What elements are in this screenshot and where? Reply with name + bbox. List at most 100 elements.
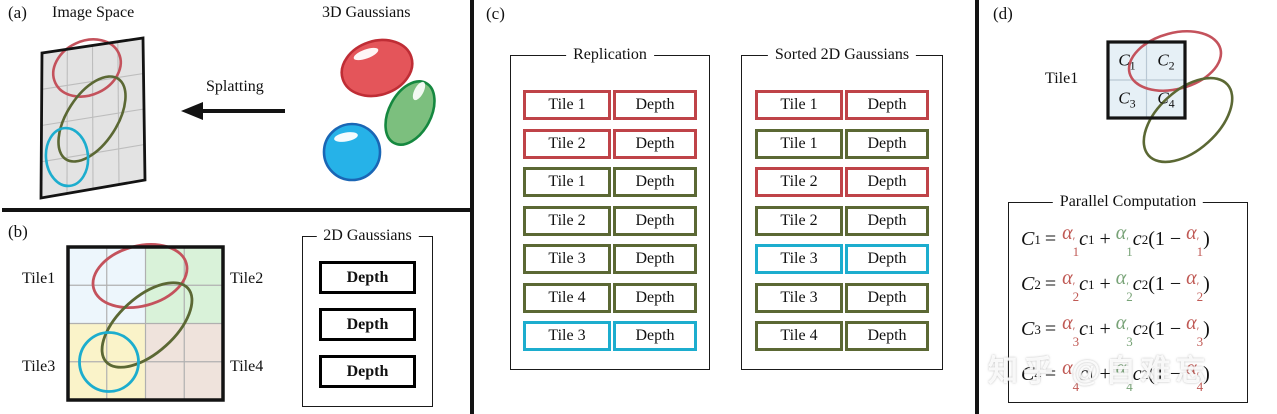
tile1-pixel-grid bbox=[1108, 42, 1185, 118]
divider-vertical-2 bbox=[975, 0, 979, 414]
splatting-arrow-label: Splatting bbox=[206, 78, 264, 95]
replication-rows: Tile 1 Depth Tile 2 Depth Tile 1 Depth T… bbox=[511, 56, 709, 351]
zhihu-watermark: 知乎 @自难忘 bbox=[988, 355, 1211, 388]
tile-grid-border bbox=[66, 245, 225, 402]
splatted-green-gaussian-ellipse bbox=[57, 75, 127, 163]
gaussian-blob-red bbox=[340, 38, 414, 98]
panel-b-graphics bbox=[66, 243, 225, 402]
pixel-c3-label: C3 bbox=[1118, 88, 1136, 111]
tile4-label: Tile4 bbox=[230, 358, 264, 375]
depth-cell: Depth bbox=[845, 244, 929, 274]
panel-d-label: (d) bbox=[993, 4, 1013, 23]
sorted-rows: Tile 1 Depth Tile 1 Depth Tile 2 Depth T… bbox=[742, 56, 942, 351]
tile-cell: Tile 1 bbox=[523, 167, 611, 197]
green-gaussian-overlap-ellipse bbox=[1142, 76, 1234, 164]
tile-cell: Tile 2 bbox=[755, 205, 843, 236]
panel-a: (a) Image Space 3D Gaussians Splatting bbox=[0, 0, 470, 210]
tile-cell: Tile 2 bbox=[523, 128, 611, 159]
sorted-row-7: Tile 4 Depth bbox=[755, 321, 929, 351]
tile-cell: Tile 3 bbox=[755, 282, 843, 313]
depth-cell: Depth bbox=[845, 90, 929, 120]
tile1-block-border bbox=[1106, 40, 1187, 120]
panel-c-label: (c) bbox=[486, 4, 505, 23]
depth-cell: Depth bbox=[845, 205, 929, 236]
replication-row-6: Tile 4 Depth bbox=[523, 282, 697, 313]
tile-cell: Tile 2 bbox=[523, 205, 611, 236]
depth-cell: Depth bbox=[845, 167, 929, 197]
panel-d-graphics bbox=[1106, 30, 1234, 164]
tile-cell: Tile 3 bbox=[523, 244, 611, 274]
panel-c: (c) Replication Tile 1 Depth Tile 2 Dept… bbox=[474, 0, 975, 414]
sorted-row-4: Tile 2 Depth bbox=[755, 205, 929, 236]
splatted-blue-gaussian-ellipse bbox=[44, 126, 90, 188]
depth-cell: Depth bbox=[613, 128, 697, 159]
tile-cell: Tile 1 bbox=[755, 90, 843, 120]
replication-row-1: Tile 1 Depth bbox=[523, 90, 697, 120]
pixel-c2-label: C2 bbox=[1157, 50, 1175, 73]
replication-box: Replication Tile 1 Depth Tile 2 Depth Ti… bbox=[510, 46, 710, 370]
legend-2d-gaussians: 2D Gaussians Depth Depth Depth bbox=[302, 227, 433, 407]
tile-cell: Tile 3 bbox=[523, 321, 611, 351]
depth-cell: Depth bbox=[613, 244, 697, 274]
panel-d: (d) Tile1 C1 C2 C3 C4 Parallel Computati… bbox=[979, 0, 1277, 414]
pixel-c1-label: C1 bbox=[1118, 50, 1136, 73]
replication-title: Replication bbox=[566, 46, 654, 64]
depth-cell: Depth bbox=[613, 90, 697, 120]
sorted-row-2: Tile 1 Depth bbox=[755, 128, 929, 159]
divider-vertical-1 bbox=[470, 0, 474, 414]
tile-cell: Tile 3 bbox=[755, 244, 843, 274]
panel-a-label: (a) bbox=[8, 3, 27, 22]
tile-cell: Tile 2 bbox=[755, 167, 843, 197]
splatted-red-gaussian-ellipse bbox=[51, 38, 123, 98]
tile-cell: Tile 1 bbox=[755, 128, 843, 159]
pixel-c4-label: C4 bbox=[1157, 88, 1175, 111]
panel-a-graphics bbox=[39, 36, 436, 200]
depth-cell: Depth bbox=[613, 282, 697, 313]
parallel-computation-title: Parallel Computation bbox=[1052, 193, 1204, 211]
depth-cell: Depth bbox=[613, 321, 697, 351]
sorted-row-5: Tile 3 Depth bbox=[755, 244, 929, 274]
image-space-title: Image Space bbox=[52, 4, 135, 21]
depth-cell: Depth bbox=[845, 321, 929, 351]
green-2d-gaussian-ellipse bbox=[100, 281, 194, 369]
image-plane-border bbox=[39, 36, 147, 200]
legend-depth-red: Depth bbox=[319, 261, 416, 294]
sorted-row-3: Tile 2 Depth bbox=[755, 167, 929, 197]
panel-b: (b) Tile1 Tile2 Tile3 Tile4 2D Gaussians… bbox=[0, 212, 470, 414]
depth-cell: Depth bbox=[845, 282, 929, 313]
sorted-box: Sorted 2D Gaussians Tile 1 Depth Tile 1 … bbox=[741, 46, 943, 370]
legend-depth-green: Depth bbox=[319, 308, 416, 341]
tile1-block-label: Tile1 bbox=[1045, 70, 1079, 87]
legend-depth-blue: Depth bbox=[319, 355, 416, 388]
gaussian-blob-green bbox=[384, 80, 436, 146]
depth-cell: Depth bbox=[845, 128, 929, 159]
blue-2d-gaussian-ellipse bbox=[78, 331, 140, 393]
divider-horizontal-ab bbox=[2, 208, 471, 212]
legend-items: Depth Depth Depth bbox=[303, 261, 432, 388]
tile2-label: Tile2 bbox=[230, 270, 264, 287]
sorted-row-1: Tile 1 Depth bbox=[755, 90, 929, 120]
sorted-row-6: Tile 3 Depth bbox=[755, 282, 929, 313]
gaussians-3d-title: 3D Gaussians bbox=[322, 4, 411, 21]
replication-row-7: Tile 3 Depth bbox=[523, 321, 697, 351]
tile3-label: Tile3 bbox=[22, 358, 56, 375]
panel-b-label: (b) bbox=[8, 222, 28, 241]
replication-row-5: Tile 3 Depth bbox=[523, 244, 697, 274]
tile-cell: Tile 4 bbox=[755, 321, 843, 351]
gaussian-blob-blue bbox=[322, 122, 382, 182]
replication-row-3: Tile 1 Depth bbox=[523, 167, 697, 197]
replication-row-2: Tile 2 Depth bbox=[523, 128, 697, 159]
tile-cell: Tile 1 bbox=[523, 90, 611, 120]
depth-cell: Depth bbox=[613, 205, 697, 236]
legend-title: 2D Gaussians bbox=[316, 227, 419, 245]
sorted-title: Sorted 2D Gaussians bbox=[767, 46, 917, 64]
tile-cell: Tile 4 bbox=[523, 282, 611, 313]
splatting-arrow bbox=[181, 102, 285, 120]
